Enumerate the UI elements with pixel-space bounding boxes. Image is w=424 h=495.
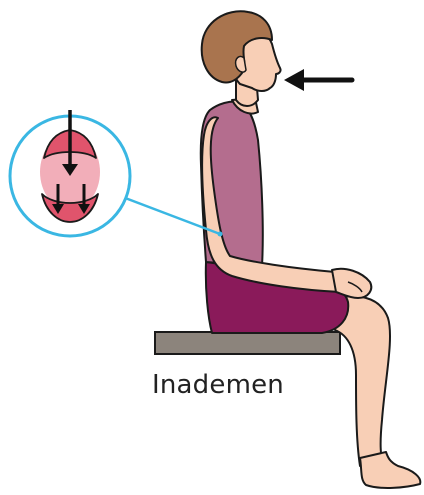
bench	[155, 332, 340, 354]
head	[202, 11, 281, 91]
legs	[330, 296, 420, 488]
caption-label: Inademen	[152, 370, 284, 400]
arrow-left-icon	[284, 69, 352, 91]
diaphragm-callout	[10, 110, 130, 236]
